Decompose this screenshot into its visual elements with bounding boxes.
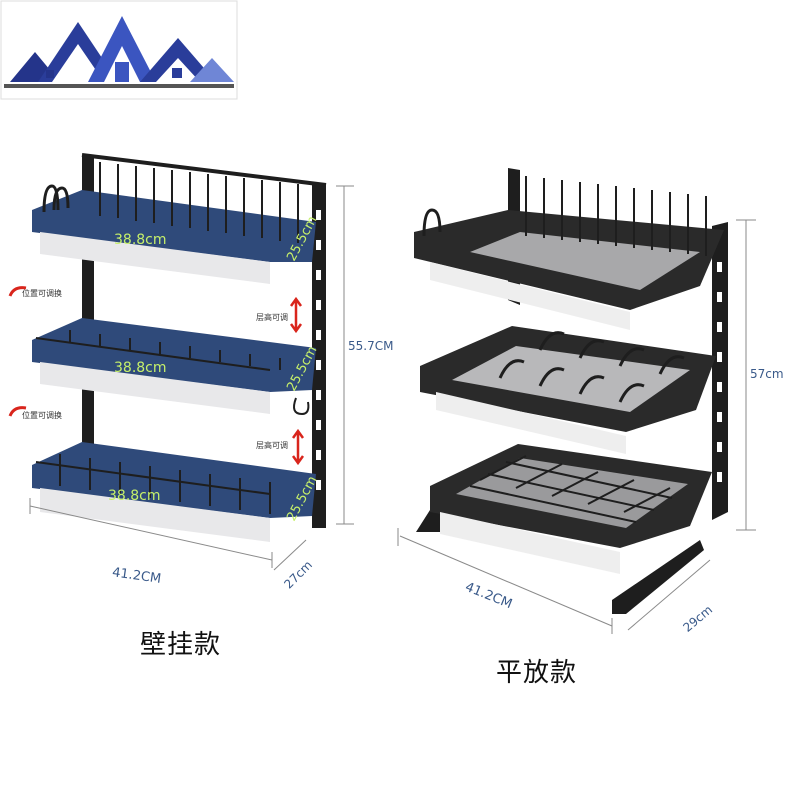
tier3-width-label: 38.8cm	[108, 488, 161, 504]
standing-width-dimension: 41.2CM	[463, 580, 514, 612]
house-roof-logo-icon	[0, 0, 238, 100]
standing-depth-dimension: 29cm	[680, 603, 715, 635]
wall-depth-dimension: 27cm	[281, 558, 315, 592]
standing-model-caption: 平放款	[496, 658, 578, 688]
position-note-1: 位置可调换	[22, 288, 62, 298]
wall-width-dimension: 41.2CM	[111, 565, 162, 587]
standing-height-dimension: 57cm	[750, 367, 784, 381]
tier2-width-label: 38.8cm	[114, 360, 167, 376]
swap-arrow-icon	[8, 286, 27, 297]
swap-arrow-icon	[8, 406, 27, 417]
wall-model-caption: 壁挂款	[140, 630, 222, 660]
position-note-2: 位置可调换	[22, 410, 62, 420]
countertop-rack: 57cm 41.2CM 29cm	[397, 168, 784, 635]
height-arrow-icon	[291, 428, 305, 466]
height-note-2: 层高可调	[256, 440, 288, 450]
tier1-width-label: 38.8cm	[114, 232, 167, 248]
height-note-1: 层高可调	[256, 312, 288, 322]
wall-height-dimension: 55.7CM	[348, 339, 393, 353]
height-arrow-icon	[289, 296, 303, 334]
wall-mounted-rack: 38.8cm 38.8cm 38.8cm 25.5cm 25.5cm 25.5c…	[8, 153, 393, 592]
